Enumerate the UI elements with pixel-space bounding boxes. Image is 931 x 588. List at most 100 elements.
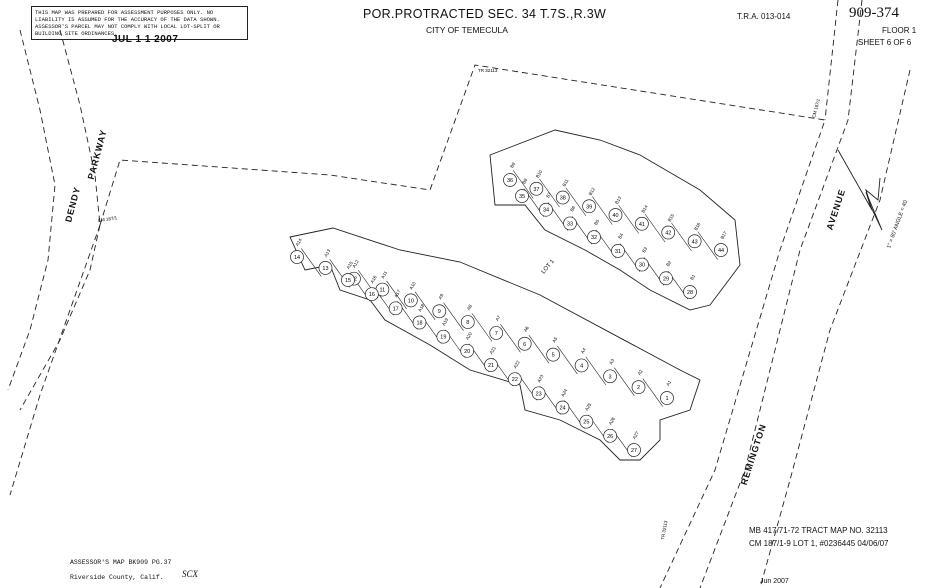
unit-number: 22 xyxy=(512,377,518,383)
unit-number: 10 xyxy=(408,298,414,304)
unit-number: 16 xyxy=(369,292,375,298)
unit-circle-a17 xyxy=(388,301,403,316)
unit-number: 17 xyxy=(393,306,399,312)
unit-circle-a5 xyxy=(546,347,561,362)
road-edge-remington-east xyxy=(759,69,911,588)
unit-number: 43 xyxy=(692,239,698,245)
unit-divider xyxy=(512,170,534,199)
unit-number: 3 xyxy=(609,374,612,380)
unit-circle-a16 xyxy=(364,287,379,302)
unit-circle-b13 xyxy=(608,208,623,222)
unit-circle-b4 xyxy=(611,244,625,258)
unit-id-label: A16 xyxy=(369,274,378,284)
map-title: POR.PROTRACTED SEC. 34 T.7S.,R.3W xyxy=(363,7,607,21)
unit-number: 38 xyxy=(560,196,566,202)
unit-id-label: A17 xyxy=(393,288,402,298)
unit-number: 28 xyxy=(687,290,693,296)
unit-id-label: A11 xyxy=(380,270,388,280)
unit-circle-b3 xyxy=(635,257,649,272)
stamp-date: JUL 1 1 2007 xyxy=(112,34,179,45)
unit-id-label: A18 xyxy=(417,303,426,313)
unit-id-label: A22 xyxy=(512,359,521,369)
unit-circle-a1 xyxy=(660,391,674,405)
county-label: Riverside County, Calif. xyxy=(70,574,164,581)
unit-id-label: B14 xyxy=(640,204,649,214)
unit-circle-b15 xyxy=(661,225,676,240)
unit-number: 15 xyxy=(345,278,351,284)
unit-id-label: B16 xyxy=(693,221,702,231)
unit-circle-a9 xyxy=(432,304,447,319)
property-boundary xyxy=(99,64,826,588)
unit-id-label: B15 xyxy=(667,213,676,223)
unit-circle-b1 xyxy=(683,285,697,299)
unit-number: 29 xyxy=(663,276,669,282)
unit-number: 6 xyxy=(523,342,526,348)
disclaimer-box: THIS MAP WAS PREPARED FOR ASSESSMENT PUR… xyxy=(31,6,248,40)
unit-circle-a15 xyxy=(341,273,355,287)
floor-label: FLOOR 1 xyxy=(882,26,917,35)
unit-id-label: A4 xyxy=(580,347,587,355)
unit-id-label: A12 xyxy=(351,259,360,269)
unit-number: 24 xyxy=(559,406,565,412)
unit-number: 41 xyxy=(639,222,645,228)
unit-circle-b12 xyxy=(582,199,596,214)
unit-id-label: B9 xyxy=(509,161,516,169)
unit-circle-b5 xyxy=(587,230,601,244)
unit-circle-a3 xyxy=(603,369,617,384)
unit-id-label: A23 xyxy=(536,373,545,383)
unit-id-label: B11 xyxy=(561,178,569,188)
unit-cluster-a xyxy=(289,227,701,461)
unit-number: 18 xyxy=(416,321,422,327)
unit-id-label: B10 xyxy=(535,169,544,179)
unit-divider xyxy=(471,313,493,342)
unit-circle-a4 xyxy=(574,358,589,373)
unit-circle-a10 xyxy=(403,293,418,308)
unit-circle-b7 xyxy=(539,202,553,217)
unit-divider xyxy=(414,291,436,320)
unit-id-label: B8 xyxy=(521,177,528,185)
reference-line-1: MB 417/71-72 TRACT MAP NO. 32113 xyxy=(749,526,888,535)
unit-id-label: B12 xyxy=(588,186,597,196)
city-name: CITY OF TEMECULA xyxy=(426,25,508,35)
unit-id-label: A13 xyxy=(323,248,332,258)
unit-number: 33 xyxy=(567,221,573,227)
unit-divider xyxy=(539,178,560,208)
unit-number: 42 xyxy=(665,231,671,237)
tr-label-top: TR 32113 xyxy=(478,68,498,73)
unit-id-label: A24 xyxy=(560,388,569,398)
reference-line-2: CM 187/1-9 LOT 1, #0236445 04/06/07 xyxy=(749,539,889,548)
unit-number: 44 xyxy=(718,248,724,254)
unit-divider xyxy=(443,302,464,331)
unit-number: 8 xyxy=(466,320,469,326)
unit-divider xyxy=(644,213,666,243)
unit-id-label: A27 xyxy=(632,430,641,440)
unit-circle-a25 xyxy=(579,414,594,429)
unit-circle-b6 xyxy=(563,216,577,231)
tra-code: T.R.A. 013-014 xyxy=(737,12,791,21)
unit-divider xyxy=(697,231,719,260)
unit-id-label: B17 xyxy=(720,230,729,240)
unit-number: 32 xyxy=(591,235,597,241)
unit-id-label: B4 xyxy=(617,232,624,240)
unit-number: 37 xyxy=(533,187,539,193)
unit-number: 4 xyxy=(580,363,583,369)
unit-number: 20 xyxy=(464,349,470,355)
unit-number: 5 xyxy=(552,353,555,359)
unit-divider xyxy=(592,196,613,225)
unit-divider xyxy=(642,378,664,407)
unit-circle-b17 xyxy=(714,243,728,257)
unit-circle-a22 xyxy=(507,372,522,387)
unit-number: 19 xyxy=(440,335,446,341)
map-number: 909-374 xyxy=(849,5,899,21)
unit-id-label: B1 xyxy=(689,273,696,281)
cm-label-left: CM 187/1 xyxy=(97,215,118,223)
unit-number: 13 xyxy=(322,266,328,272)
unit-number: 25 xyxy=(583,420,589,426)
unit-number: 40 xyxy=(612,213,618,219)
unit-number: 31 xyxy=(615,249,621,255)
unit-id-label: A6 xyxy=(523,325,530,333)
unit-circle-a14 xyxy=(290,250,304,264)
unit-divider xyxy=(614,367,635,396)
unit-id-label: A15 xyxy=(346,260,355,270)
assessor-book: ASSESSOR'S MAP BK909 PG.37 xyxy=(70,559,172,566)
